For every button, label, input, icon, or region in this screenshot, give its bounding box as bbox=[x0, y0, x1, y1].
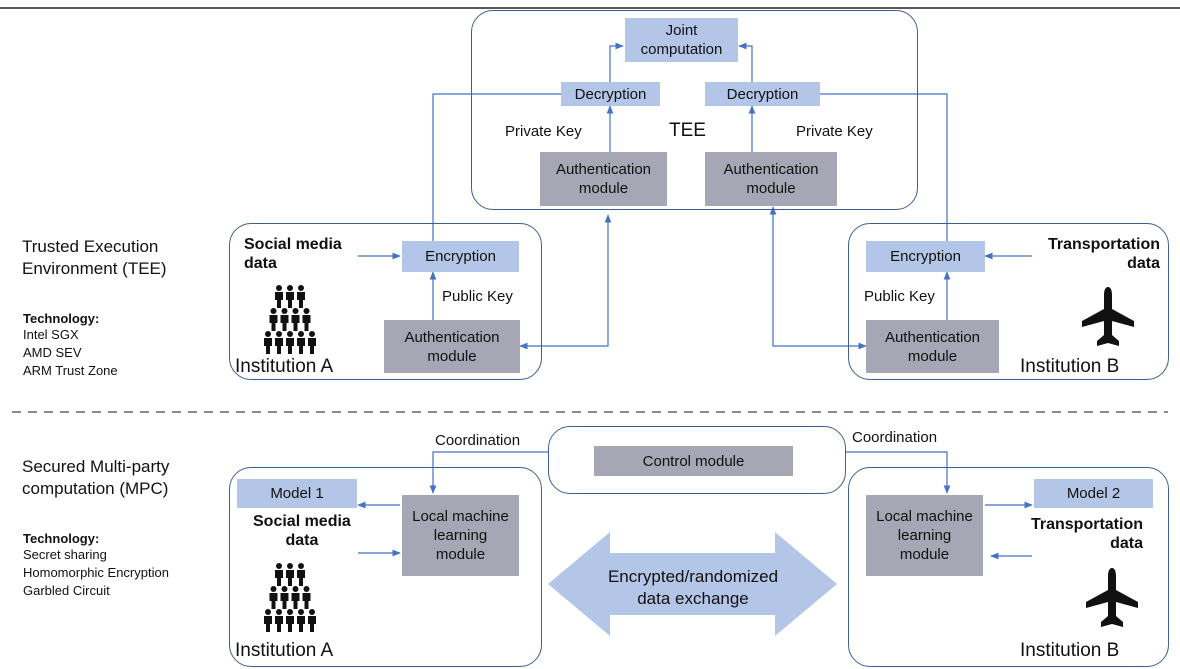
line-encryption-b-to-decryption-b bbox=[820, 93, 948, 241]
control-module-box: Control module bbox=[594, 446, 793, 476]
local-ml-module-b: Local machine learning module bbox=[866, 495, 983, 576]
encryption-box-a: Encryption bbox=[402, 241, 519, 272]
mpc-institution-a-name: Institution A bbox=[235, 640, 334, 661]
auth-module-tee-b: Authentication module bbox=[705, 152, 837, 206]
tee-a-data-label: Social media data bbox=[244, 236, 342, 272]
arrow-coordination-b bbox=[846, 451, 951, 494]
private-key-label-b: Private Key bbox=[796, 123, 873, 140]
model-2-box: Model 2 bbox=[1034, 479, 1153, 508]
tee-b-data-label: Transportation data bbox=[1047, 236, 1160, 272]
local-ml-module-a: Local machine learning module bbox=[402, 495, 519, 576]
coordination-label-a: Coordination bbox=[435, 432, 521, 449]
tee-enclave-region bbox=[471, 10, 918, 210]
decryption-box-b: Decryption bbox=[705, 82, 820, 106]
mpc-institution-b-name: Institution B bbox=[1020, 640, 1120, 661]
auth-module-tee-a: Authentication module bbox=[540, 152, 667, 206]
tee-institution-b-name: Institution B bbox=[1020, 356, 1120, 377]
exchange-double-arrow bbox=[548, 532, 837, 636]
people-pyramid-icon bbox=[264, 285, 316, 354]
airplane-icon bbox=[1082, 287, 1134, 346]
mpc-institution-a-region bbox=[229, 467, 542, 667]
people-pyramid-icon bbox=[264, 563, 316, 632]
decryption-box-a: Decryption bbox=[561, 82, 660, 106]
model-1-box: Model 1 bbox=[237, 479, 357, 508]
tee-label: TEE bbox=[669, 120, 706, 141]
public-key-label-a: Public Key bbox=[442, 288, 513, 305]
tee-institution-a-region bbox=[229, 223, 542, 380]
tee-section-title: Trusted Execution Environment (TEE) bbox=[22, 237, 167, 278]
mpc-section-title: Secured Multi-party computation (MPC) bbox=[22, 457, 170, 498]
mpc-a-data-label: Social media data bbox=[253, 513, 351, 549]
tee-technology-items: Intel SGX AMD SEV ARM Trust Zone bbox=[23, 327, 118, 378]
airplane-icon bbox=[1086, 568, 1138, 627]
mpc-b-data-label: Transportation data bbox=[1030, 516, 1143, 552]
tee-institution-b-region bbox=[848, 223, 1169, 380]
line-encryption-a-to-decryption-a bbox=[432, 93, 561, 241]
public-key-label-b: Public Key bbox=[864, 288, 935, 305]
arrow-decryption-b-to-joint bbox=[738, 42, 753, 82]
arrow-coordination-a bbox=[429, 451, 548, 494]
arrow-decryption-a-to-joint bbox=[609, 42, 624, 82]
arrow-auth-b-auth-tee-b bbox=[769, 206, 867, 350]
auth-module-a: Authentication module bbox=[384, 320, 520, 373]
arrow-auth-a-auth-tee-a bbox=[519, 214, 612, 350]
mpc-technology-items: Secret sharing Homomorphic Encryption Ga… bbox=[23, 547, 169, 598]
mpc-technology-label: Technology: bbox=[23, 531, 100, 546]
tee-institution-a-name: Institution A bbox=[235, 356, 334, 377]
mpc-control-region bbox=[548, 426, 846, 494]
exchange-label: Encrypted/randomized data exchange bbox=[607, 567, 779, 608]
private-key-label-a: Private Key bbox=[505, 123, 582, 140]
tee-technology-label: Technology: bbox=[23, 311, 100, 326]
joint-computation-box: Joint computation bbox=[625, 18, 738, 62]
encryption-box-b: Encryption bbox=[866, 241, 985, 272]
mpc-institution-b-region bbox=[848, 467, 1169, 667]
auth-module-b: Authentication module bbox=[866, 320, 999, 373]
coordination-label-b: Coordination bbox=[852, 429, 938, 446]
